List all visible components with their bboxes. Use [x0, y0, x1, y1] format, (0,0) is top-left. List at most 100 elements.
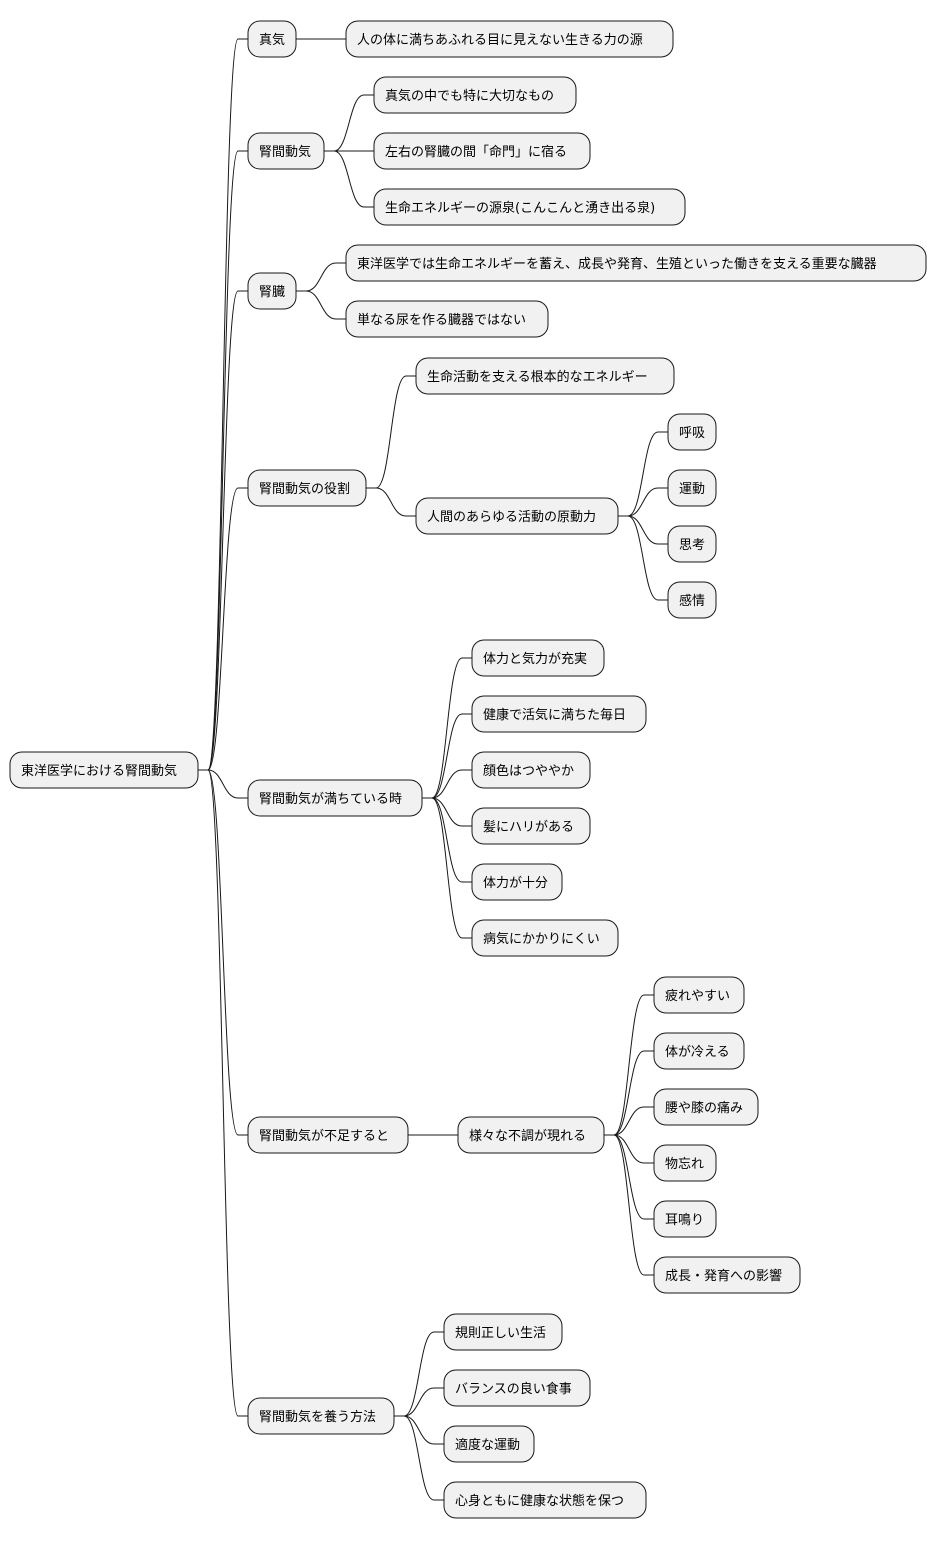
branch-node-b2-label: 腎臓: [259, 285, 285, 300]
leaf-node-b4-2-label: 顔色はつややか: [483, 763, 574, 779]
leaf-node-b1-1-box: [373, 132, 591, 170]
connector-b6: [198, 769, 248, 1417]
leaf-node-b4-0-label: 体力と気力が充実: [483, 651, 587, 667]
leaf-node-b4-1: 健康で活気に満ちた毎日: [471, 695, 647, 733]
connector-b3: [198, 487, 248, 771]
branch-node-b2-box: [247, 272, 297, 310]
leaf-node-b5-0: 様々な不調が現れる: [457, 1116, 605, 1154]
connector-b5-0-3: [604, 1134, 654, 1164]
branch-node-b3: 腎間動気の役割: [247, 469, 367, 507]
connector-lines: [198, 38, 668, 1501]
subleaf-node-b5-0-2-box: [653, 1088, 759, 1126]
leaf-node-b1-2-box: [373, 188, 686, 226]
subleaf-node-b5-0-4-box: [653, 1200, 717, 1238]
connector-b3-1: [366, 487, 416, 517]
mindmap-nodes: 東洋医学における腎間動気 真気 人の体に満ちあふれる目に見えない生きる力の源腎間動気…: [9, 20, 927, 1519]
connector-b4-1: [422, 713, 472, 799]
subleaf-node-b3-1-1: 運動: [667, 469, 717, 507]
subleaf-node-b5-0-2-label: 腰や膝の痛み: [665, 1100, 743, 1116]
leaf-node-b4-1-box: [471, 695, 647, 733]
leaf-node-b4-2-box: [471, 751, 591, 789]
connector-b5-0-0: [604, 994, 654, 1136]
leaf-node-b3-0: 生命活動を支える根本的なエネルギー: [415, 357, 675, 395]
root-node: 東洋医学における腎間動気: [9, 751, 199, 789]
leaf-node-b6-2: 適度な運動: [443, 1425, 535, 1463]
leaf-node-b3-1-label: 人間のあらゆる活動の原動力: [427, 510, 596, 525]
leaf-node-b2-1: 単なる尿を作る臓器ではない: [345, 300, 549, 338]
branch-node-b5-box: [247, 1116, 409, 1154]
connector-b1-2: [324, 150, 374, 208]
branch-node-b5: 腎間動気が不足すると: [247, 1116, 409, 1154]
subleaf-node-b3-1-2-box: [667, 525, 717, 563]
leaf-node-b4-0-box: [471, 639, 605, 677]
subleaf-node-b5-0-5-label: 成長・発育への影響: [665, 1268, 782, 1284]
connector-b4-3: [422, 797, 472, 827]
leaf-node-b0-0-box: [345, 20, 674, 58]
connector-b3-1-1: [618, 487, 668, 517]
connector-b3-0: [366, 375, 416, 489]
connector-b4: [198, 769, 248, 799]
leaf-node-b3-1-box: [415, 497, 619, 535]
subleaf-node-b5-0-4: 耳鳴り: [653, 1200, 717, 1238]
branch-node-b3-box: [247, 469, 367, 507]
root-node-box: [9, 751, 199, 789]
leaf-node-b1-0-label: 真気の中でも特に大切なもの: [385, 88, 554, 104]
connector-b1: [198, 150, 248, 771]
subleaf-node-b5-0-5: 成長・発育への影響: [653, 1256, 801, 1294]
connector-b6-0: [394, 1331, 444, 1417]
subleaf-node-b5-0-0: 疲れやすい: [653, 976, 745, 1014]
connector-b2-1: [296, 290, 346, 320]
leaf-node-b3-1: 人間のあらゆる活動の原動力: [415, 497, 619, 535]
subleaf-node-b5-0-5-box: [653, 1256, 801, 1294]
connector-b5-0-1: [604, 1050, 654, 1136]
leaf-node-b6-3: 心身ともに健康な状態を保つ: [443, 1481, 647, 1519]
leaf-node-b1-2-label: 生命エネルギーの源泉(こんこんと湧き出る泉): [385, 200, 655, 216]
leaf-node-b2-0: 東洋医学では生命エネルギーを蓄え、成長や発育、生殖といった働きを支える重要な臓器: [345, 244, 927, 282]
connector-b5-0-5: [604, 1134, 654, 1276]
connector-b0: [198, 38, 248, 771]
subleaf-node-b5-0-4-label: 耳鳴り: [665, 1213, 704, 1228]
leaf-node-b5-0-box: [457, 1116, 605, 1154]
branch-node-b1: 腎間動気: [247, 132, 325, 170]
connector-b5-0-2: [604, 1106, 654, 1136]
leaf-node-b2-0-box: [345, 244, 927, 282]
leaf-node-b6-1-label: バランスの良い食事: [455, 1381, 572, 1397]
leaf-node-b4-1-label: 健康で活気に満ちた毎日: [483, 707, 626, 723]
leaf-node-b4-3-box: [471, 807, 591, 845]
subleaf-node-b3-1-3: 感情: [667, 581, 717, 619]
leaf-node-b6-0: 規則正しい生活: [443, 1313, 563, 1351]
subleaf-node-b5-0-1: 体が冷える: [653, 1032, 745, 1070]
leaf-node-b4-3-label: 髪にハリがある: [483, 820, 574, 835]
subleaf-node-b5-0-3-box: [653, 1144, 717, 1182]
connector-b6-3: [394, 1415, 444, 1501]
root-node-label: 東洋医学における腎間動気: [21, 763, 177, 779]
leaf-node-b4-5: 病気にかかりにくい: [471, 919, 619, 957]
connector-b1-0: [324, 94, 374, 152]
branch-node-b4-box: [247, 779, 423, 817]
leaf-node-b0-0-label: 人の体に満ちあふれる目に見えない生きる力の源: [357, 33, 643, 48]
branch-node-b4: 腎間動気が満ちている時: [247, 779, 423, 817]
branch-node-b1-box: [247, 132, 325, 170]
subleaf-node-b5-0-3-label: 物忘れ: [665, 1157, 704, 1172]
leaf-node-b4-0: 体力と気力が充実: [471, 639, 605, 677]
leaf-node-b4-4-label: 体力が十分: [483, 876, 548, 891]
subleaf-node-b5-0-2: 腰や膝の痛み: [653, 1088, 759, 1126]
leaf-node-b3-0-box: [415, 357, 675, 395]
subleaf-node-b3-1-0-box: [667, 413, 717, 451]
connector-b6-1: [394, 1387, 444, 1417]
connector-b6-2: [394, 1415, 444, 1445]
branch-node-b0: 真気: [247, 20, 297, 58]
leaf-node-b6-1: バランスの良い食事: [443, 1369, 591, 1407]
branch-node-b1-label: 腎間動気: [259, 144, 311, 160]
leaf-node-b4-2: 顔色はつややか: [471, 751, 591, 789]
leaf-node-b4-4-box: [471, 863, 563, 901]
subleaf-node-b5-0-0-box: [653, 976, 745, 1014]
leaf-node-b4-5-label: 病気にかかりにくい: [483, 931, 600, 947]
leaf-node-b1-1: 左右の腎臓の間「命門」に宿る: [373, 132, 591, 170]
connector-b2: [198, 290, 248, 771]
connector-b3-1-2: [618, 515, 668, 545]
subleaf-node-b5-0-3: 物忘れ: [653, 1144, 717, 1182]
leaf-node-b4-4: 体力が十分: [471, 863, 563, 901]
leaf-node-b6-0-label: 規則正しい生活: [455, 1326, 546, 1341]
branch-node-b4-label: 腎間動気が満ちている時: [259, 791, 402, 807]
